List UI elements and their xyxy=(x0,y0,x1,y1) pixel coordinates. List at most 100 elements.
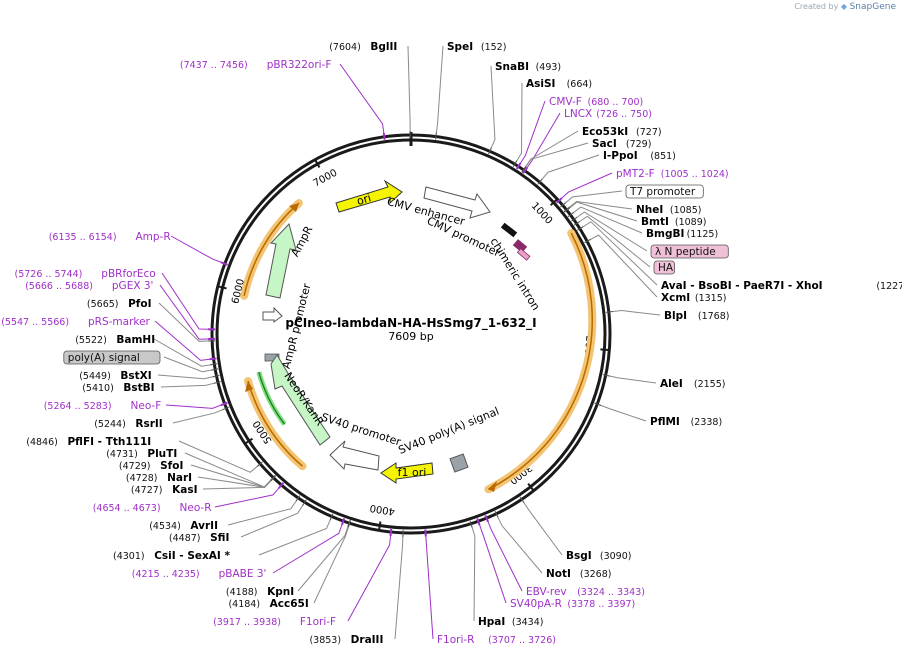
label-t7-promoter-name: T7 promoter xyxy=(629,186,696,198)
label-pmt2-f-leader xyxy=(559,172,613,200)
label-nari-name: NarI xyxy=(167,472,192,484)
label-nari-position: (4728) xyxy=(126,473,158,484)
orf-arc-left xyxy=(243,202,300,297)
label-sv40pa-r-leader xyxy=(478,523,507,604)
label-bstxi-position: (5449) xyxy=(79,371,111,382)
label-bmgbi-name: BmgBI xyxy=(646,228,684,240)
label-acc65i-position: (4184) xyxy=(228,599,260,610)
label-cmv-f-leader xyxy=(519,100,546,166)
label-asisi-leader xyxy=(515,82,523,163)
label-neo-r-leader xyxy=(214,486,281,508)
label-nhei-leader xyxy=(567,201,633,210)
f1-ori-arrow xyxy=(380,462,434,484)
label-pgex-3-leader xyxy=(159,284,211,340)
ampr-promoter-arrow xyxy=(262,306,283,323)
label-f1ori-f-name: F1ori-F xyxy=(300,616,336,628)
label-t7-promoter: T7 promoter xyxy=(625,184,704,199)
label-bamhi-site-mark xyxy=(210,363,218,366)
label-sv40pa-r: SV40pA-R(3378 .. 3397) xyxy=(510,598,635,610)
label-pbrforeco-position: (5726 .. 5744) xyxy=(15,269,83,280)
label-leader-lines xyxy=(153,45,661,640)
sv40-polya-block xyxy=(449,453,469,473)
label-blpi-leader xyxy=(610,310,661,316)
label-pfoi-name: PfoI xyxy=(128,298,151,310)
label-bsgi-name: BsgI xyxy=(566,550,592,562)
label-bmgbi-leader xyxy=(571,206,643,234)
label-avrii-site-mark xyxy=(295,495,301,502)
label-xcmi-position: (1315) xyxy=(695,293,727,304)
label-pbabe-3-site-mark xyxy=(340,517,346,526)
sv40-promoter-arrow xyxy=(329,440,380,471)
label-bamhi: BamHI (5522) xyxy=(75,334,155,346)
label-acc65i: Acc65I(4184) xyxy=(228,598,308,610)
label-f1ori-r: F1ori-R(3707 .. 3726) xyxy=(437,634,556,646)
label-f1ori-r-leader xyxy=(425,534,434,640)
label-t7-promoter-leader xyxy=(563,190,623,205)
label-noti-site-mark xyxy=(494,510,499,518)
label-f1ori-r-site-mark xyxy=(424,529,427,537)
label-blpi-site-mark xyxy=(605,311,613,313)
label-rsrii-position: (5244) xyxy=(94,419,126,430)
f1-ori-label: f1 ori xyxy=(398,466,427,479)
cmv-enhancer-arrow xyxy=(423,186,491,219)
label-nhei-position: (1085) xyxy=(670,205,702,216)
label-ebv-rev: EBV-rev(3324 .. 3343) xyxy=(526,586,645,598)
label-bstxi-site-mark xyxy=(212,374,220,378)
label-bglii: BglII(7604) xyxy=(329,41,397,53)
label-ebv-rev-position: (3324 .. 3343) xyxy=(577,587,645,598)
label-pbabe-3-name: pBABE 3' xyxy=(219,568,267,580)
label-xcmi: XcmI(1315) xyxy=(661,292,726,304)
label-bmti: BmtI(1089) xyxy=(641,216,706,228)
label-snabi: SnaBI(493) xyxy=(495,61,561,73)
outer-labels: BglII(7604)SpeI(152)SnaBI(493)AsiSI(664)… xyxy=(1,41,902,646)
label-pbr322ori-f-name: pBR322ori-F xyxy=(267,59,332,71)
label-blpi: BlpI(1768) xyxy=(664,310,729,322)
label-kasi-leader xyxy=(202,479,273,490)
label-bmti-name: BmtI xyxy=(641,216,669,228)
label-sfii-site-mark xyxy=(302,499,307,506)
label-pgex-3-name: pGEX 3' xyxy=(112,280,154,292)
label-draiii: DraIII(3853) xyxy=(309,634,383,646)
label-bamhi-position: (5522) xyxy=(75,335,107,346)
label-kasi: KasI(4727) xyxy=(131,484,198,496)
label-pfoi: PfoI(5665) xyxy=(87,298,152,310)
snapgene-logo-text: SnapGene xyxy=(849,2,896,12)
label-spei-position: (152) xyxy=(481,42,507,53)
tick-mark-7000 xyxy=(313,158,321,169)
tick-mark-4000 xyxy=(377,521,382,532)
label-noti-name: NotI xyxy=(546,568,571,580)
label-pluti-name: PluTI xyxy=(147,448,177,460)
orf-arc-lower-arrowhead xyxy=(245,381,253,392)
label-bamhi-leader xyxy=(153,338,213,367)
plasmid-length: 7609 bp xyxy=(388,330,433,343)
label-pmt2-f-site-mark xyxy=(555,197,563,204)
label-bstxi-leader xyxy=(157,374,215,380)
label-i-ppoi-name: I-PpoI xyxy=(603,150,638,162)
label-neo-f-leader xyxy=(165,403,223,409)
label-bamhi-name: BamHI xyxy=(116,334,155,346)
plasmid-name: pCIneo-lambdaN-HA-HsSmg7_1-632_I xyxy=(285,316,536,331)
label-i-ppoi-leader xyxy=(540,154,600,181)
label-bstbi-leader xyxy=(160,382,217,388)
label-poly-a-signal-leader xyxy=(163,356,214,373)
label-lncx-leader xyxy=(525,112,561,170)
label-bsgi: BsgI(3090) xyxy=(566,550,631,562)
snapgene-branding: Created by ◆ SnapGene xyxy=(794,2,896,12)
label-i-ppoi-site-mark xyxy=(537,178,543,185)
label-f1ori-f-position: (3917 .. 3938) xyxy=(213,617,281,628)
label-asisi: AsiSI(664) xyxy=(526,78,592,90)
label-xcmi-leader xyxy=(588,234,658,298)
label-rsrii-name: RsrII xyxy=(135,418,162,430)
label-snabi-site-mark xyxy=(488,147,492,155)
label-bsgi-leader xyxy=(522,500,563,556)
label-alei-name: AleI xyxy=(660,378,683,390)
label-spei-leader xyxy=(435,45,444,135)
label-cmv-f-position: (680 .. 700) xyxy=(588,97,644,108)
label-lncx-position: (726 .. 750) xyxy=(596,109,652,120)
label-draiii-name: DraIII xyxy=(351,634,384,646)
label-avai-bsobi-paer7i-xhoi-site-mark xyxy=(577,226,584,231)
label-bstxi: BstXI(5449) xyxy=(79,370,151,382)
label-bstbi-position: (5410) xyxy=(82,383,114,394)
label-pluti-leader xyxy=(184,452,273,488)
label-pbrforeco: pBRforEco(5726 .. 5744) xyxy=(15,268,156,280)
